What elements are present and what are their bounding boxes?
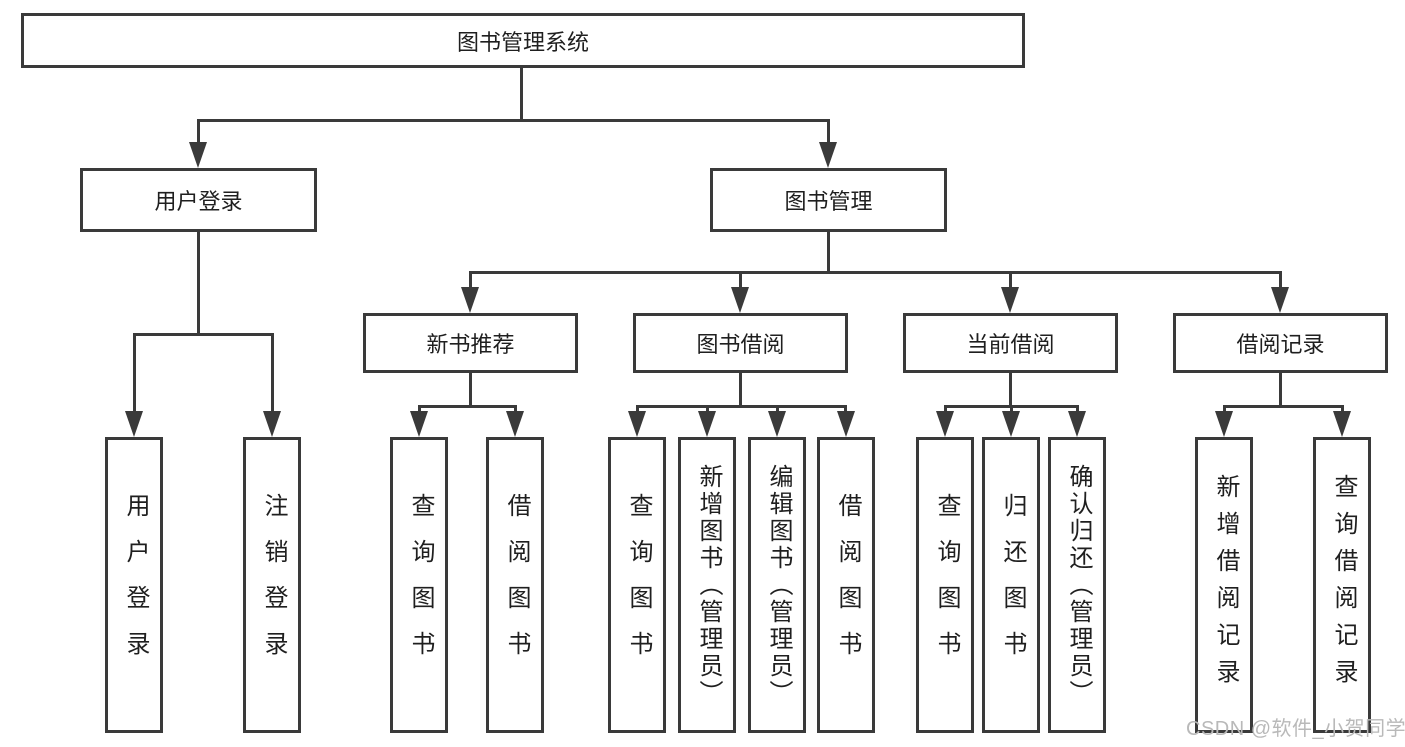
connector-vline — [469, 373, 472, 407]
csdn-watermark: CSDN @软件_小贺同学 — [1186, 718, 1405, 740]
connector-vline — [197, 119, 200, 147]
connector-vline — [1279, 271, 1282, 293]
arrow-down-icon — [1001, 287, 1019, 313]
arrow-down-icon — [936, 411, 954, 437]
arrow-down-icon — [125, 411, 143, 437]
arrow-down-icon — [506, 411, 524, 437]
node-user-login-label: 用户登录 — [154, 189, 243, 214]
arrow-down-icon — [1068, 411, 1086, 437]
arrow-down-icon — [819, 142, 837, 168]
connector-hline — [636, 405, 847, 408]
connector-vline — [1010, 405, 1013, 415]
node-user-login: 用户登录 — [80, 168, 317, 232]
connector-vline — [1009, 271, 1012, 293]
connector-vline — [520, 68, 523, 120]
connector-vline — [739, 373, 742, 407]
leaf-logout: 注销登录 — [243, 437, 301, 733]
node-book-borrow-label: 图书借阅 — [696, 332, 785, 357]
leaf-query-borrow-record: 查询借阅记录 — [1313, 437, 1371, 733]
leaf-return-book: 归还图书 — [982, 437, 1040, 733]
arrow-down-icon — [768, 411, 786, 437]
leaf-add-borrow-record: 新增借阅记录 — [1195, 437, 1253, 733]
arrow-down-icon — [731, 287, 749, 313]
arrow-down-icon — [461, 287, 479, 313]
arrow-down-icon — [263, 411, 281, 437]
leaf-edit-book-admin: 编辑图书（管理员） — [748, 437, 806, 733]
connector-hline — [418, 405, 517, 408]
node-borrow-records: 借阅记录 — [1173, 313, 1388, 373]
node-borrow-records-label: 借阅记录 — [1236, 332, 1325, 357]
node-book-borrow: 图书借阅 — [633, 313, 848, 373]
leaf-user-login: 用户登录 — [105, 437, 163, 733]
connector-vline — [1076, 405, 1079, 415]
arrow-down-icon — [1215, 411, 1233, 437]
arrow-down-icon — [1333, 411, 1351, 437]
connector-vline — [1341, 405, 1344, 415]
connector-vline — [944, 405, 947, 415]
node-root-label: 图书管理系统 — [456, 29, 589, 55]
leaf-borrow-book: 借阅图书 — [817, 437, 875, 733]
arrow-down-icon — [837, 411, 855, 437]
connector-vline — [1279, 373, 1282, 407]
arrow-down-icon — [1271, 287, 1289, 313]
node-book-management: 图书管理 — [710, 168, 947, 232]
leaf-query-book-new: 查询图书 — [390, 437, 448, 733]
connector-vline — [1223, 405, 1226, 415]
node-book-management-label: 图书管理 — [784, 189, 873, 214]
arrow-down-icon — [698, 411, 716, 437]
connector-hline — [133, 333, 274, 336]
connector-vline — [133, 333, 136, 413]
arrow-down-icon — [189, 142, 207, 168]
leaf-borrow-book-new: 借阅图书 — [486, 437, 544, 733]
connector-vline — [636, 405, 639, 415]
connector-vline — [776, 405, 779, 415]
leaf-query-book: 查询图书 — [608, 437, 666, 733]
connector-hline — [469, 271, 1282, 274]
connector-vline — [1009, 373, 1012, 407]
connector-vline — [827, 119, 830, 147]
node-root: 图书管理系统 — [21, 13, 1025, 68]
leaf-confirm-return-admin: 确认归还（管理员） — [1048, 437, 1106, 733]
connector-vline — [827, 232, 830, 273]
connector-vline — [418, 405, 421, 415]
leaf-add-book-admin: 新增图书（管理员） — [678, 437, 736, 733]
connector-vline — [706, 405, 709, 415]
connector-vline — [271, 333, 274, 413]
leaf-query-book-current: 查询图书 — [916, 437, 974, 733]
connector-vline — [197, 232, 200, 335]
connector-vline — [514, 405, 517, 415]
node-new-book-recommend-label: 新书推荐 — [426, 332, 515, 357]
connector-hline — [197, 119, 830, 122]
connector-vline — [469, 271, 472, 293]
node-current-borrow: 当前借阅 — [903, 313, 1118, 373]
arrow-down-icon — [410, 411, 428, 437]
node-current-borrow-label: 当前借阅 — [966, 332, 1055, 357]
connector-vline — [844, 405, 847, 415]
connector-vline — [739, 271, 742, 293]
connector-hline — [1223, 405, 1344, 408]
node-new-book-recommend: 新书推荐 — [363, 313, 578, 373]
arrow-down-icon — [1002, 411, 1020, 437]
arrow-down-icon — [628, 411, 646, 437]
